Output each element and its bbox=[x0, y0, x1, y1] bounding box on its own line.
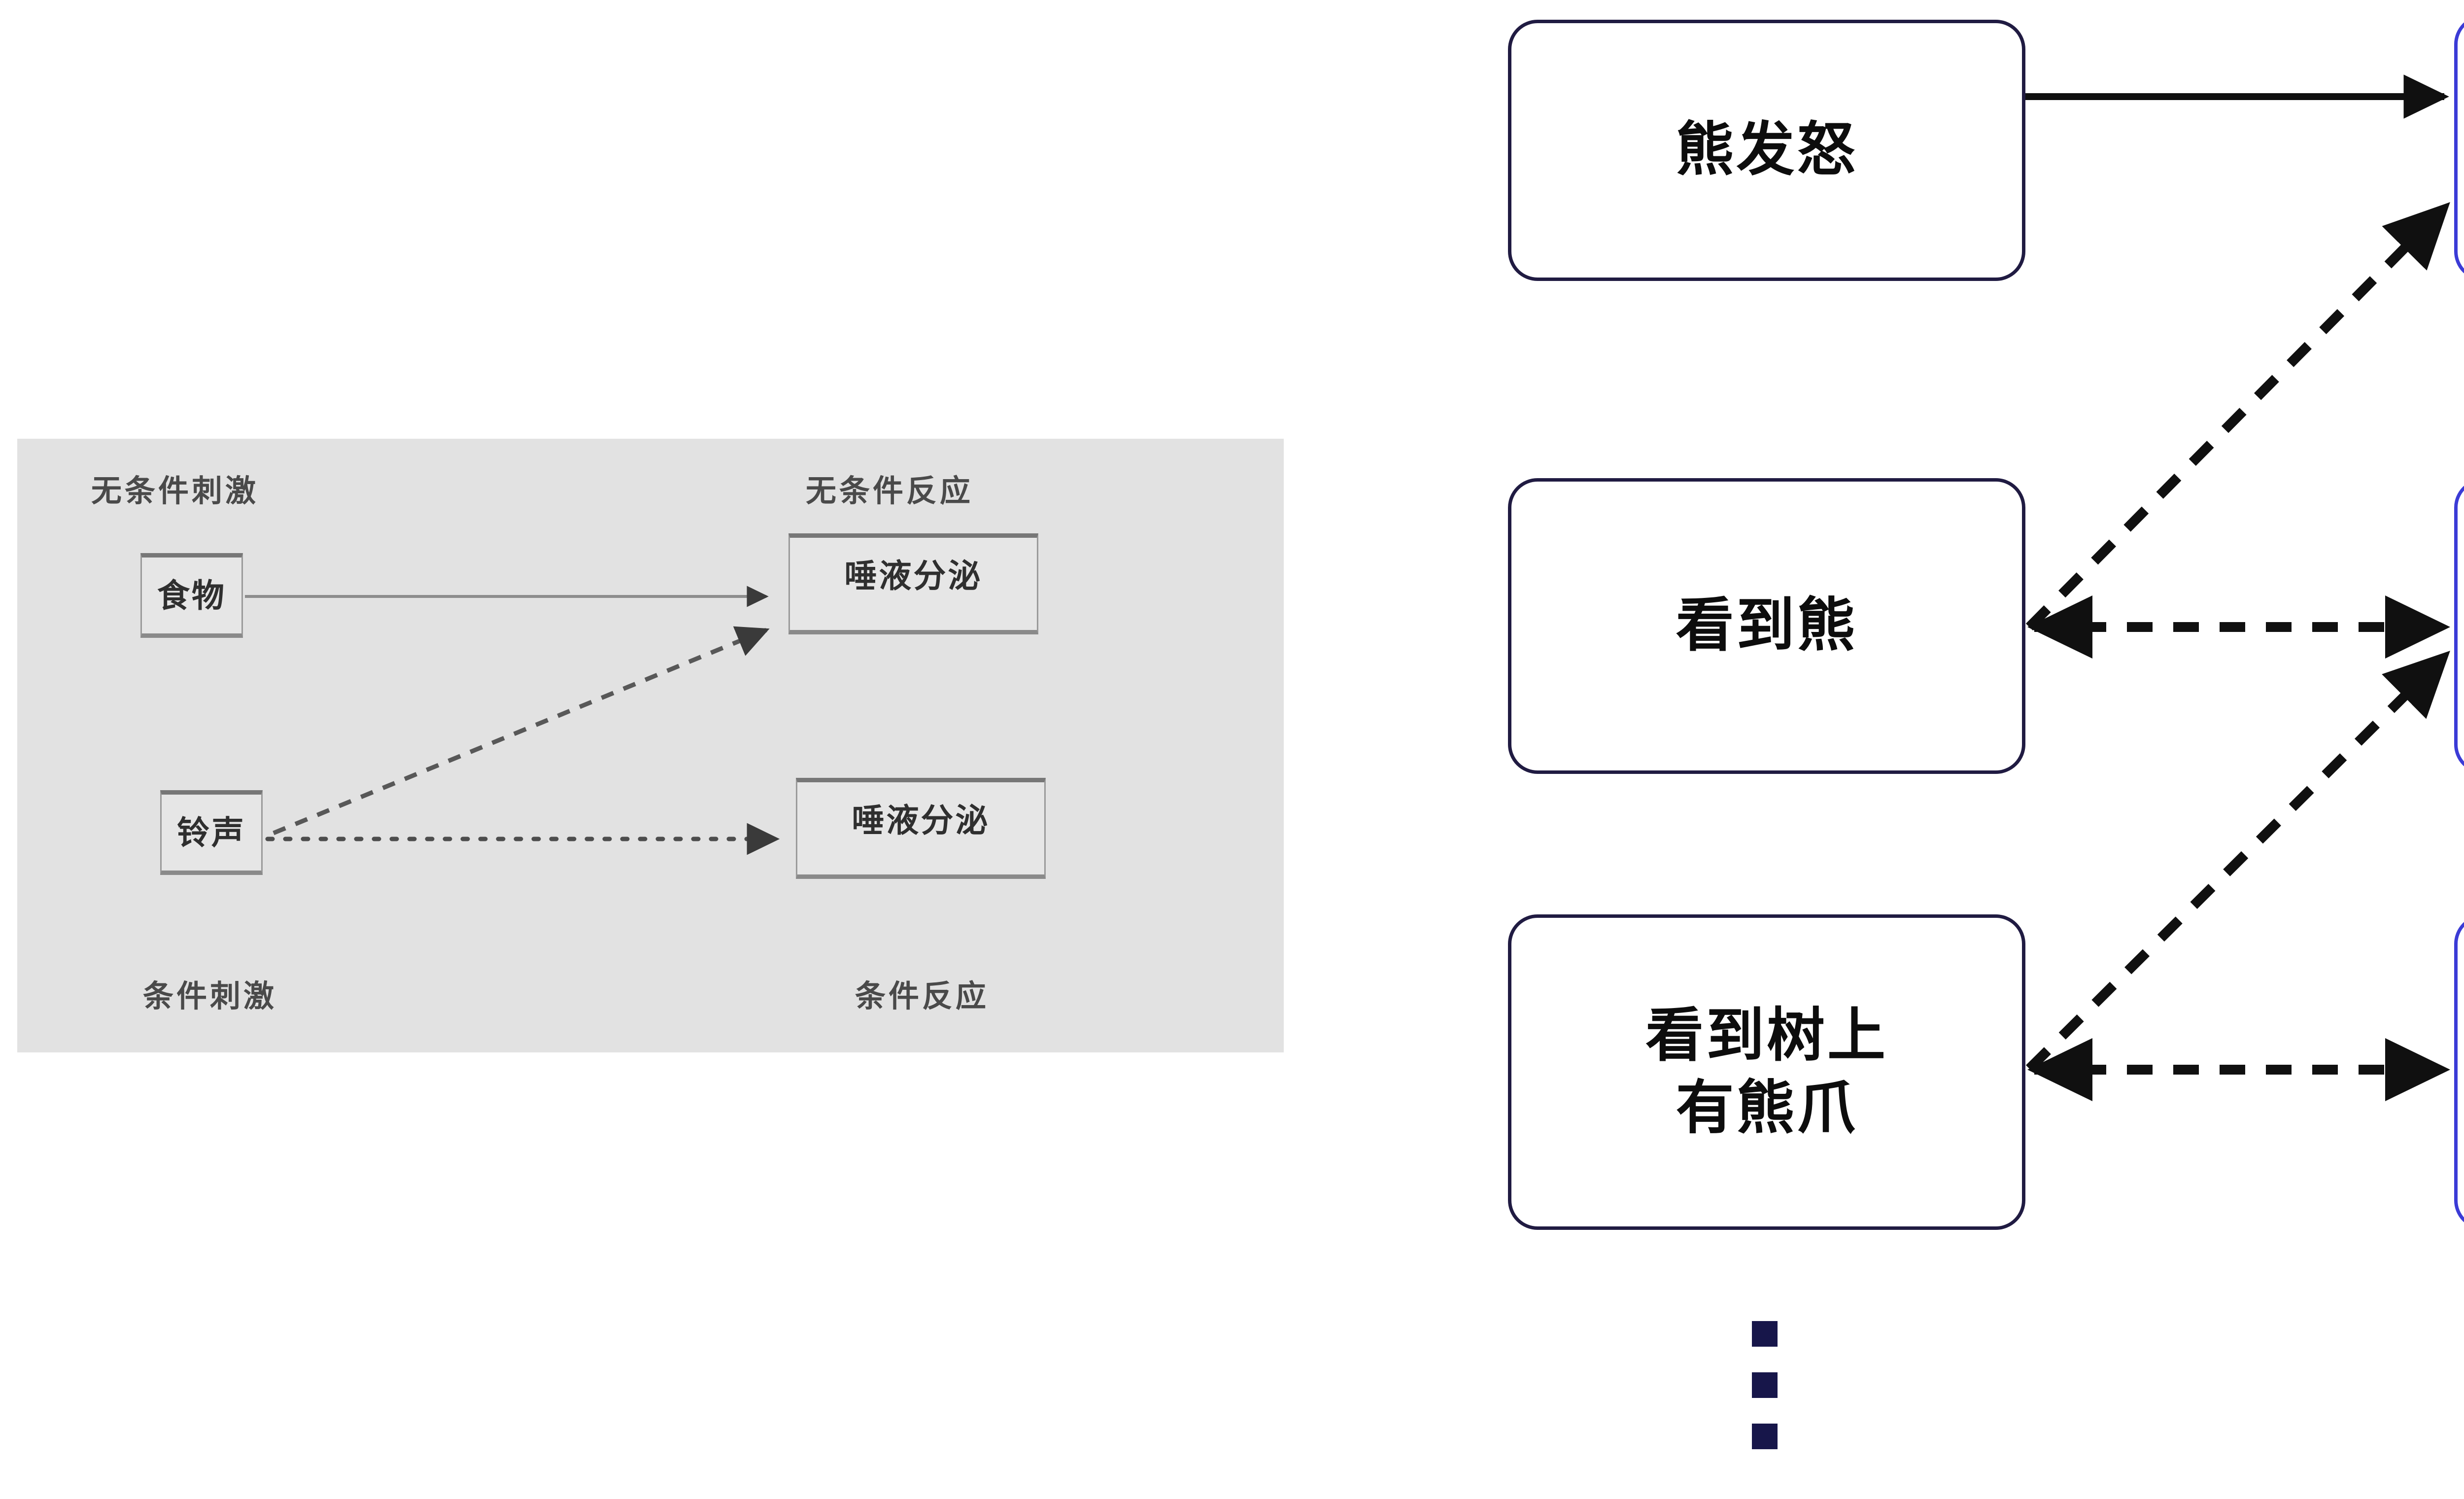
label-conditioned-stimulus: 条件刺激 bbox=[143, 979, 277, 1013]
edge-bell-to-saliva-unconditioned bbox=[273, 626, 770, 836]
cc-box-salivation-conditioned: 唾液分泌 bbox=[796, 778, 1046, 879]
label-unconditioned-response: 无条件反应 bbox=[806, 474, 974, 508]
node-value-state[interactable]: V(s) bbox=[2454, 914, 2464, 1230]
node-see-bear-label: 看到熊 bbox=[1676, 593, 1858, 659]
ellipsis-square bbox=[1752, 1321, 1778, 1347]
node-bear-angry-label: 熊发怒 bbox=[1676, 117, 1858, 183]
edge-see-claw-to-v-s-prime bbox=[2025, 651, 2450, 1073]
cc-box-salivation-unconditioned-label: 唾液分泌 bbox=[844, 558, 983, 594]
cc-box-bell-label: 铃声 bbox=[177, 814, 246, 851]
node-value-next-state[interactable]: V(s′) bbox=[2454, 478, 2464, 774]
node-see-bear[interactable]: 看到熊 bbox=[1508, 478, 2025, 774]
label-unconditioned-stimulus: 无条件刺激 bbox=[91, 474, 259, 508]
cc-box-salivation-conditioned-label: 唾液分泌 bbox=[852, 802, 990, 838]
ellipsis-square bbox=[1752, 1424, 1778, 1449]
node-see-claw-line1: 看到树上 bbox=[1645, 1003, 1888, 1068]
node-see-claw-on-tree[interactable]: 看到树上 有熊爪 bbox=[1508, 914, 2025, 1230]
ellipsis-square bbox=[1752, 1372, 1778, 1398]
node-see-claw-line2: 有熊爪 bbox=[1676, 1076, 1858, 1141]
ellipsis-left-column bbox=[1752, 1321, 1778, 1449]
node-bear-angry[interactable]: 熊发怒 bbox=[1508, 20, 2025, 281]
classical-conditioning-panel: 无条件刺激 无条件反应 条件刺激 条件反应 食物 铃声 唾液分泌 bbox=[17, 439, 1284, 1052]
classical-conditioning-edges bbox=[245, 586, 780, 855]
label-conditioned-response: 条件反应 bbox=[855, 979, 990, 1013]
cc-box-salivation-unconditioned: 唾液分泌 bbox=[788, 533, 1038, 634]
cc-box-bell: 铃声 bbox=[160, 790, 263, 875]
node-reward[interactable]: 奖励 bbox=[2454, 15, 2464, 281]
edge-see-bear-to-reward bbox=[2025, 202, 2450, 631]
cc-box-food-label: 食物 bbox=[157, 577, 226, 614]
cc-box-food: 食物 bbox=[140, 553, 243, 638]
